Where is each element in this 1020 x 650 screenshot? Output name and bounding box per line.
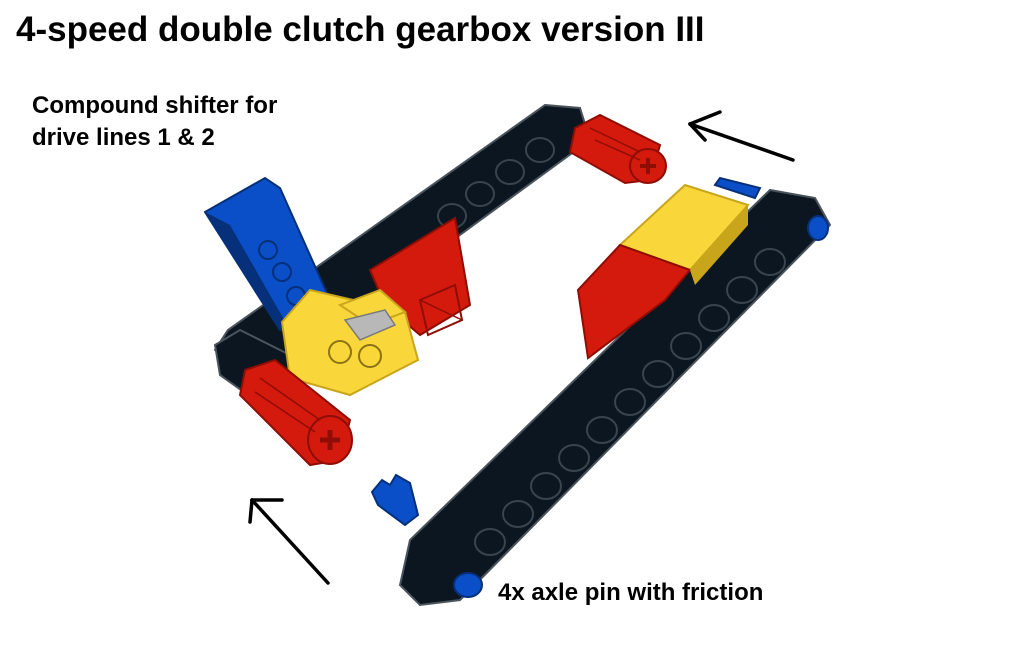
shifter-callout: Compound shifter for drive lines 1 & 2 [32,90,277,154]
shifter-callout-line-1: Compound shifter for [32,92,278,119]
top-right-arrow [688,110,795,162]
page-title: 4-speed double clutch gearbox version II… [16,10,705,49]
back-liftarm-holes [437,137,555,229]
axle-pin-end-bottom [453,572,483,598]
bottom-left-arrow [248,498,330,585]
top-right-blue-pin [713,176,762,200]
arrows [248,110,795,585]
right-liftarm-holes [474,248,786,556]
yellow-shifter-block [280,288,420,397]
right-wedge-block [576,183,750,360]
shifter-callout-line-2: drive lines 1 & 2 [32,124,215,151]
right-liftarm [398,188,832,607]
bottom-blue-pin [370,473,420,527]
axle-pin-callout: 4x axle pin with friction [498,579,764,606]
bottom-left-axle-pin [238,358,353,467]
axle-pin-end-top [807,215,829,241]
top-axle-pin [568,113,667,185]
